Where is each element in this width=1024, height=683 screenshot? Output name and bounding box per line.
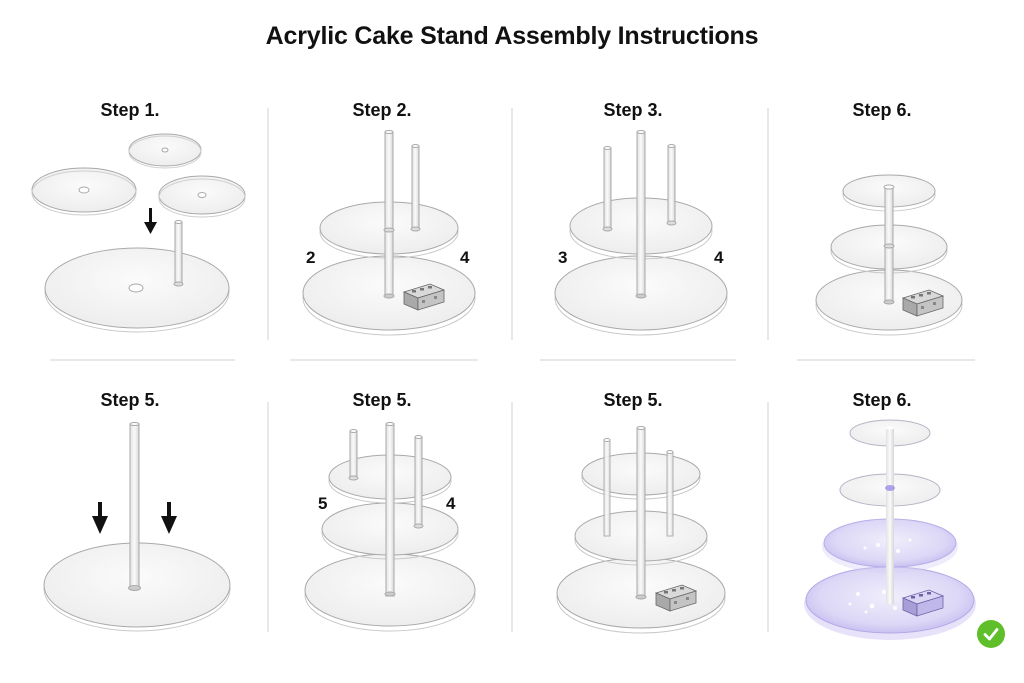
step1-illustration	[31, 133, 246, 333]
step-label-8: Step 6.	[852, 390, 912, 410]
step-label-2: Step 2.	[352, 100, 412, 120]
step6a-illustration	[815, 174, 963, 336]
step-label-4: Step 6.	[852, 100, 912, 120]
step2-illustration	[302, 130, 476, 336]
callout-4c: 4	[446, 494, 456, 513]
step-label-6: Step 5.	[352, 390, 412, 410]
step3-illustration	[554, 130, 728, 336]
panel-dividers	[50, 108, 975, 632]
callout-3: 3	[558, 248, 568, 267]
page-title: Acrylic Cake Stand Assembly Instructions	[265, 22, 759, 50]
step5a-illustration	[43, 422, 231, 632]
callout-2: 2	[306, 248, 316, 267]
callout-5: 5	[318, 494, 328, 513]
down-arrow-icon	[161, 502, 177, 534]
battery-box-icon	[901, 589, 945, 617]
step-label-7: Step 5.	[603, 390, 663, 410]
step6b-illustration	[804, 419, 976, 640]
step-label-3: Step 3.	[603, 100, 663, 120]
step5c-illustration	[556, 426, 726, 634]
step-label-1: Step 1.	[100, 100, 160, 120]
callout-4a: 4	[460, 248, 470, 267]
down-arrow-icon	[144, 208, 157, 234]
down-arrow-icon	[92, 502, 108, 534]
step5b-illustration	[304, 422, 476, 632]
callout-4b: 4	[714, 248, 724, 267]
step-label-5: Step 5.	[100, 390, 160, 410]
checkmark-icon	[977, 620, 1005, 648]
